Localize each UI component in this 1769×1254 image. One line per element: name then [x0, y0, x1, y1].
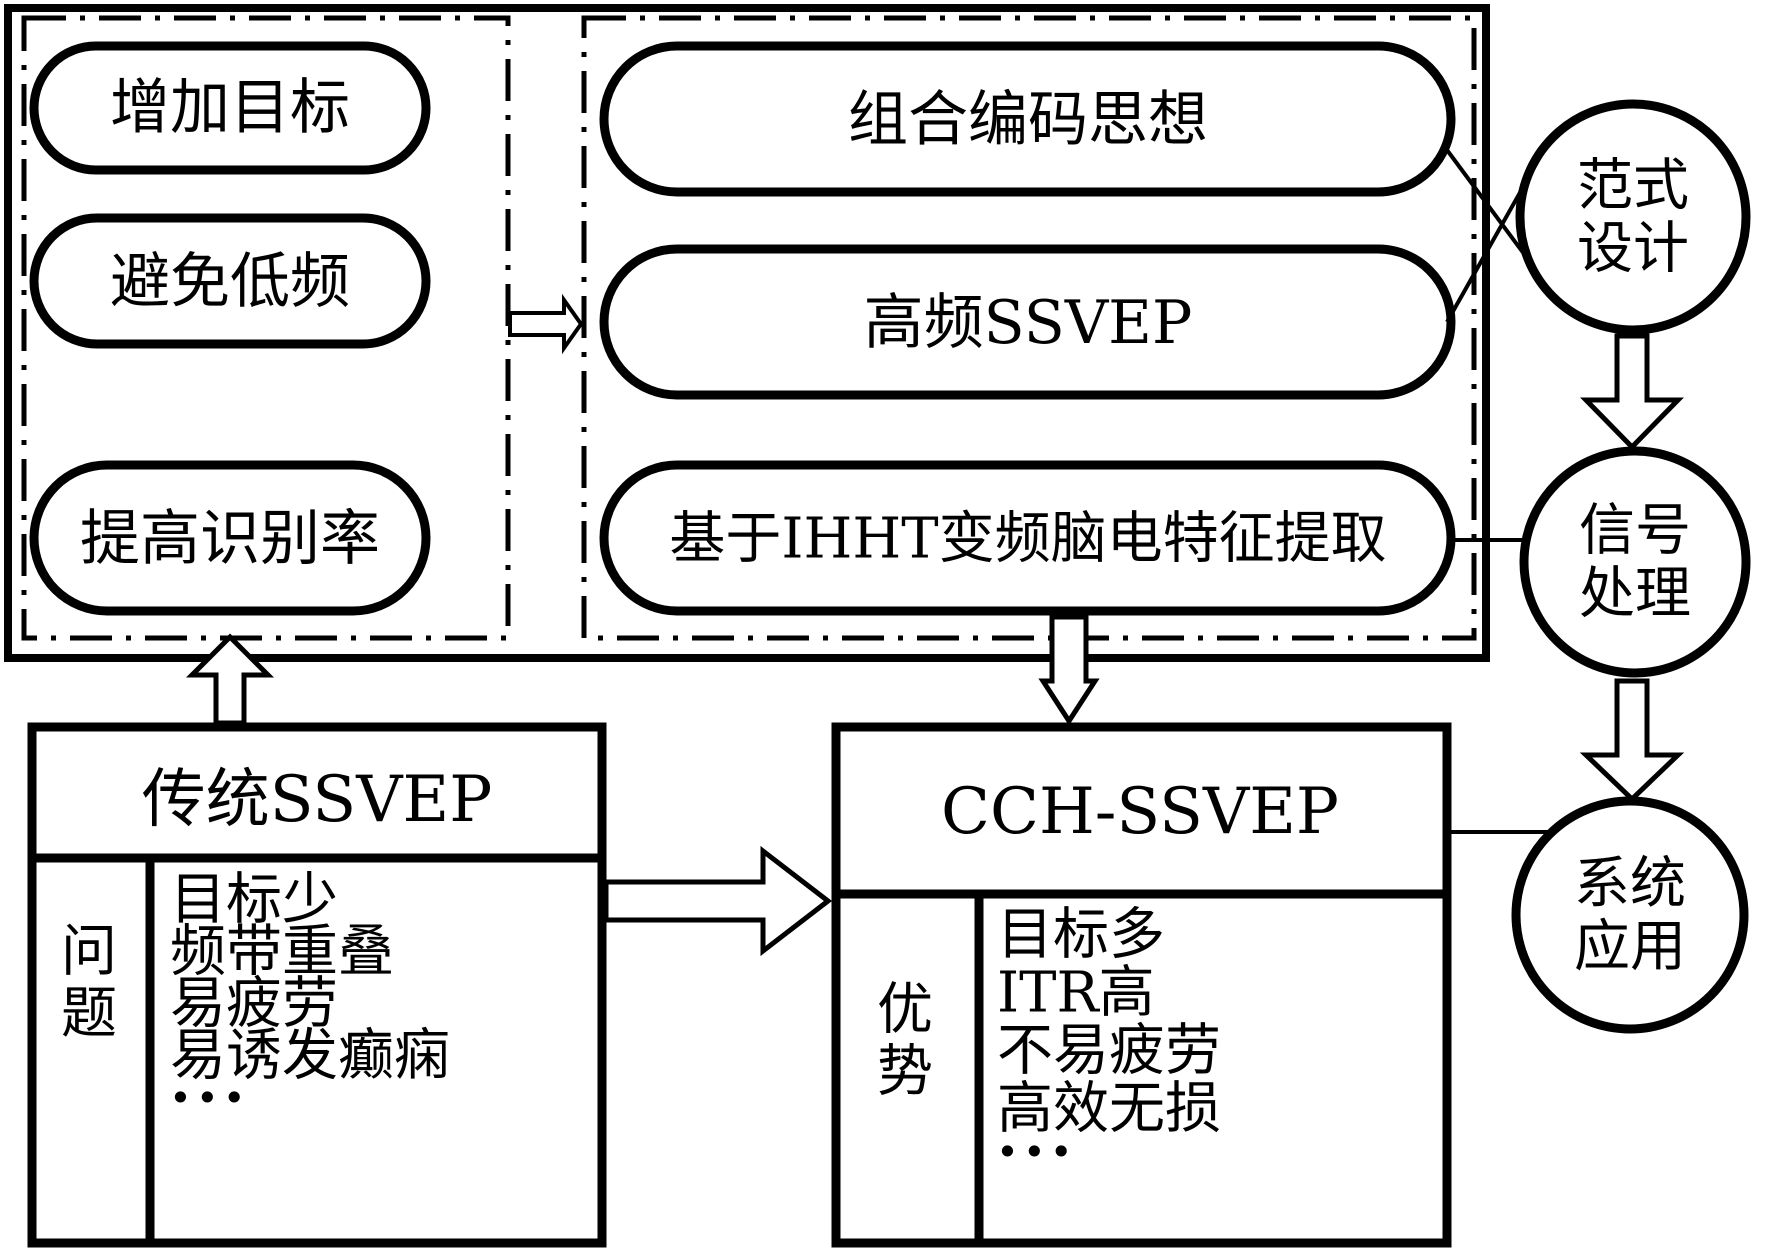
goal-pill-avoid-low-frequency	[29, 213, 431, 349]
traditional-row-label-line2: 题	[61, 982, 117, 1047]
stage-signal-line1: 信号	[1579, 499, 1691, 564]
goal-label-avoid-low-frequency: 避免低频	[110, 247, 350, 317]
cch-row-label-line1: 优	[877, 978, 933, 1043]
traditional-to-cch-arrow	[603, 845, 833, 957]
traditional-row-label-line1: 问	[61, 920, 117, 985]
traditional-item: 频带重叠	[170, 920, 394, 985]
cch-item: 不易疲劳	[997, 1019, 1221, 1084]
traditional-item-ellipsis: ···	[170, 1063, 251, 1133]
cch-ssvep-box	[831, 722, 1452, 1248]
cch-row-label-line2: 势	[877, 1040, 933, 1105]
methods-group-box	[581, 15, 1477, 641]
traditional-to-top-panel-arrow	[185, 633, 275, 726]
cch-item: ITR高	[997, 961, 1155, 1026]
method-label-combined-coding: 组合编码思想	[848, 85, 1208, 155]
stage-circle-system-application	[1511, 796, 1749, 1034]
goals-group-box	[21, 15, 511, 641]
method-label-high-freq-ssvep: 高频SSVEP	[864, 288, 1193, 358]
stage-paradigm-line2: 设计	[1577, 217, 1689, 282]
signal-to-system-arrow	[1579, 678, 1685, 803]
goal-label-increase-targets: 增加目标	[110, 73, 350, 143]
high-freq-to-paradigm-line	[1445, 149, 1546, 323]
stage-signal-line2: 处理	[1579, 562, 1691, 627]
goals-to-methods-arrow	[508, 293, 584, 355]
stage-circle-paradigm-design	[1515, 99, 1751, 335]
top-panel-to-cch-arrow	[1038, 614, 1100, 726]
traditional-item: 易疲劳	[170, 972, 338, 1037]
cch-title: CCH-SSVEP	[941, 775, 1339, 849]
goal-pill-increase-targets	[29, 41, 431, 175]
combined-coding-to-paradigm-line	[1445, 148, 1535, 268]
method-pill-high-freq-ssvep	[599, 244, 1456, 400]
cch-item: 目标多	[997, 903, 1165, 968]
traditional-item: 目标少	[170, 868, 338, 933]
top-panel-outer-box	[4, 4, 1490, 662]
method-pill-combined-coding	[599, 41, 1456, 197]
method-label-ihht-feature-extraction: 基于IHHT变频脑电特征提取	[669, 507, 1386, 572]
stage-circle-signal-processing	[1519, 446, 1751, 678]
goal-label-improve-recognition: 提高识别率	[80, 504, 380, 574]
cch-item-ellipsis: ···	[997, 1117, 1078, 1187]
goal-pill-improve-recognition	[29, 460, 431, 616]
traditional-title: 传统SSVEP	[142, 763, 493, 837]
cch-item: 高效无损	[997, 1077, 1221, 1142]
stage-system-line1: 系统	[1574, 852, 1686, 917]
stage-system-line2: 应用	[1574, 915, 1686, 980]
traditional-ssvep-box	[27, 722, 607, 1248]
traditional-item: 易诱发癫痫	[170, 1024, 450, 1089]
paradigm-to-signal-arrow	[1580, 333, 1684, 451]
stage-paradigm-line1: 范式	[1577, 154, 1689, 219]
